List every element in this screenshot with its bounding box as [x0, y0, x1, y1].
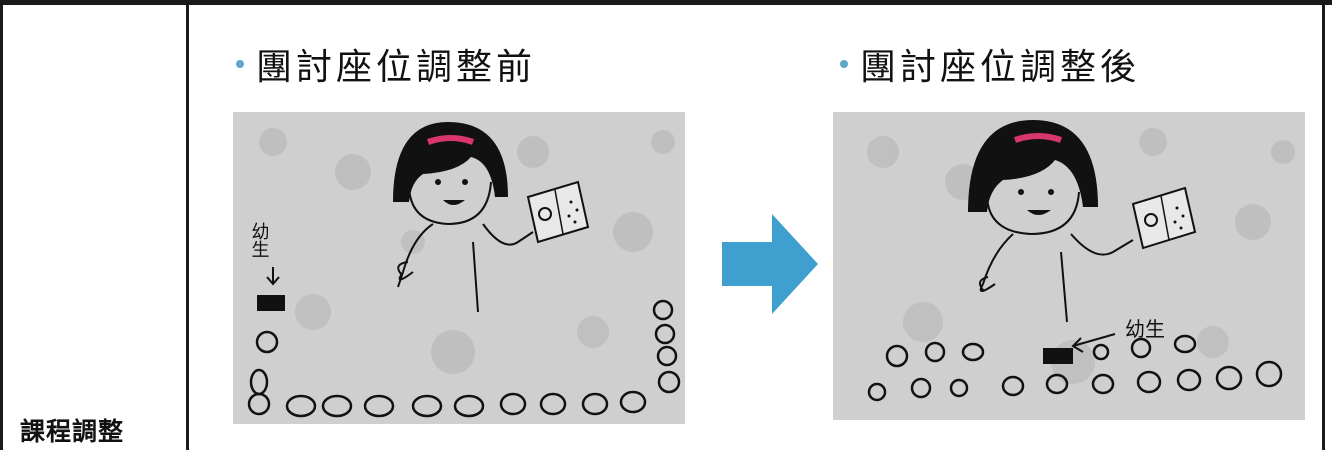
- before-drawing-svg: 幼生: [233, 112, 685, 424]
- before-heading-text: 團討座位調整前: [256, 47, 537, 88]
- before-student-label: 幼生: [249, 222, 270, 258]
- right-arrow-icon: [722, 214, 818, 314]
- table-right-border: [1322, 0, 1325, 450]
- table-left-border: [0, 0, 3, 450]
- table-top-border: [0, 0, 1332, 5]
- after-student-label: 幼生: [1125, 317, 1165, 341]
- table-column-divider: [186, 0, 189, 450]
- bullet-icon: [840, 60, 848, 68]
- before-heading: 團討座位調整前: [236, 38, 536, 90]
- row-label: 課程調整: [20, 417, 125, 446]
- before-seating-drawing: 幼生: [233, 112, 685, 424]
- after-heading-text: 團討座位調整後: [860, 47, 1141, 88]
- after-drawing-svg: 幼生: [833, 112, 1305, 420]
- after-seating-drawing: 幼生: [833, 112, 1305, 420]
- bullet-icon: [236, 60, 244, 68]
- after-heading: 團討座位調整後: [840, 38, 1140, 90]
